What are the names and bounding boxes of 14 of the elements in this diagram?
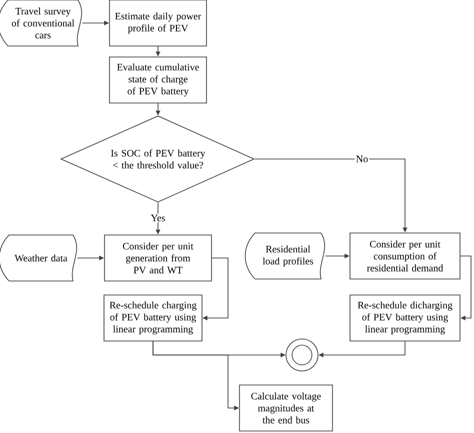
data-input-shape: Weather data [0, 234, 78, 282]
process-box: Consider per unit consumption of residential demand [350, 232, 460, 280]
junction-circle [286, 338, 318, 372]
data-input-shape: Residential load profiles [244, 232, 326, 280]
process-box: Evaluate cumulative state of charge of PEV battery [109, 56, 207, 104]
edge-label: Yes [150, 214, 166, 222]
process-box: Estimate daily power profile of PEV [109, 0, 207, 46]
data-input-shape: Travel survey of conventional cars [0, 0, 82, 46]
arrow [460, 256, 472, 320]
edge-label: No [354, 154, 370, 164]
process-box: Re-schedule charging of PEV battery using linear programming [104, 294, 202, 342]
process-box: Re-schedule dicharging of PEV battery using linear programming [350, 294, 460, 342]
process-box: Consider per unit generation from PV and WT [104, 234, 212, 282]
process-box: Calculate voltage magnitudes at the end bus [239, 384, 333, 432]
